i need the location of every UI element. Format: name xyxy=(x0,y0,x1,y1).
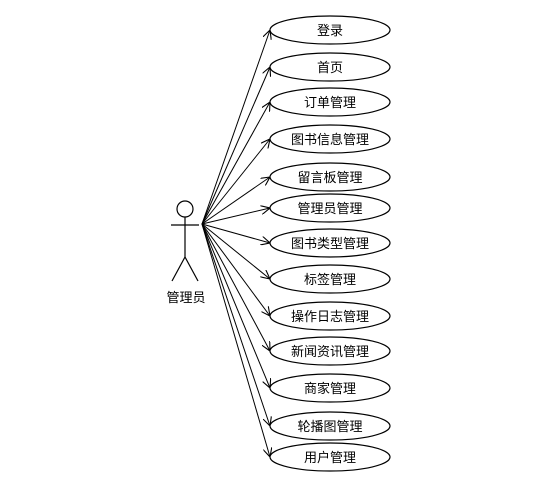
use-case-ellipse xyxy=(269,411,391,441)
use-case-label: 登录 xyxy=(317,24,343,39)
connectors xyxy=(201,30,270,457)
use-case-label: 管理员管理 xyxy=(297,202,362,217)
use-case-ellipse xyxy=(269,124,391,154)
use-case-ellipse xyxy=(269,336,391,366)
use-case-ellipse xyxy=(269,162,391,192)
use-case-label: 新闻资讯管理 xyxy=(291,344,369,360)
use-case-ellipse xyxy=(269,228,391,258)
association-line xyxy=(201,223,270,388)
association-line xyxy=(201,223,270,351)
use-case-ellipse xyxy=(269,52,391,82)
association-line xyxy=(201,30,270,225)
use-case-ellipse xyxy=(269,87,391,117)
association-line xyxy=(201,223,270,316)
use-case-ellipse xyxy=(269,264,391,294)
use-case-label: 标签管理 xyxy=(304,272,356,288)
use-case-label: 留言板管理 xyxy=(297,171,362,186)
use-case-ellipse xyxy=(269,15,391,45)
use-case-label: 图书信息管理 xyxy=(291,132,369,148)
actor-label: 管理员 xyxy=(166,291,205,306)
association-line xyxy=(201,177,270,225)
use-case-label: 首页 xyxy=(317,61,343,76)
association-line xyxy=(201,223,270,279)
use-case-label: 操作日志管理 xyxy=(291,309,369,325)
association-line xyxy=(201,208,270,225)
association-line xyxy=(201,67,270,225)
use-case-ellipse xyxy=(269,301,391,331)
use-case-label: 轮播图管理 xyxy=(297,420,362,435)
use-case-label: 商家管理 xyxy=(304,381,356,397)
association-line xyxy=(201,223,270,457)
association-line xyxy=(201,223,270,426)
actor-figure xyxy=(171,200,199,282)
use-case-ellipse xyxy=(269,373,391,403)
use-case-label: 用户管理 xyxy=(304,450,356,466)
use-case-ellipse xyxy=(269,442,391,472)
use-case-label: 图书类型管理 xyxy=(291,237,369,252)
use-case-label: 订单管理 xyxy=(304,96,356,111)
association-line xyxy=(201,102,270,225)
use-cases: 登录首页订单管理图书信息管理留言板管理管理员管理图书类型管理标签管理操作日志管理… xyxy=(269,15,391,472)
association-line xyxy=(201,223,270,243)
use-case-ellipse xyxy=(269,193,391,223)
association-line xyxy=(201,139,270,225)
